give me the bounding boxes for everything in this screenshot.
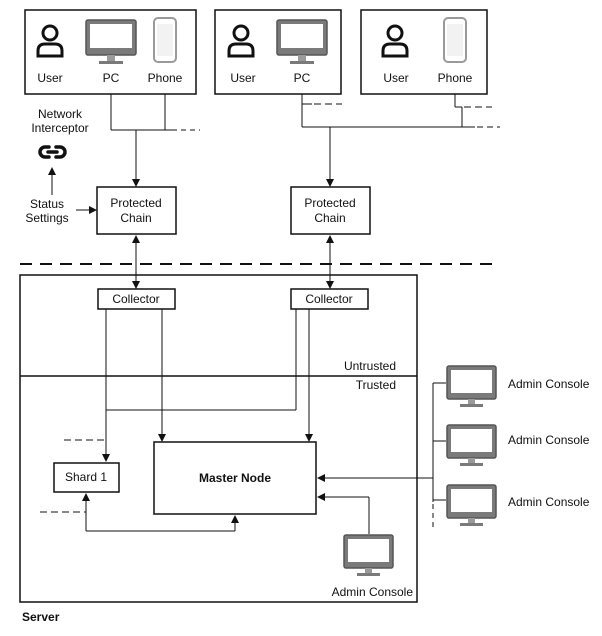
collector-box-2 xyxy=(290,288,369,310)
untrusted-zone-label: Untrusted xyxy=(344,359,396,373)
monitor-icon xyxy=(446,484,497,526)
phone-label: Phone xyxy=(438,71,473,85)
master-node-box xyxy=(153,441,317,515)
device-group-3 xyxy=(360,9,488,95)
protected-chain-box-2 xyxy=(290,186,371,235)
network-interceptor-label-2: Interceptor xyxy=(31,121,88,135)
network-interceptor-label-1: Network xyxy=(38,107,83,121)
device-group-2 xyxy=(214,9,342,95)
status-settings-label-2: Settings xyxy=(25,211,68,225)
pc-label: PC xyxy=(103,71,120,85)
monitor-icon xyxy=(85,19,137,64)
protected-chain-label-1a: Protected xyxy=(110,196,161,210)
pc-label: PC xyxy=(294,71,311,85)
protected-chain-box-1 xyxy=(96,186,177,235)
collector-label-1: Collector xyxy=(112,292,159,306)
collector-label-2: Collector xyxy=(305,292,352,306)
group2-3-connectors xyxy=(301,94,500,187)
admin-console-label-3: Admin Console xyxy=(508,495,590,509)
monitor-icon xyxy=(343,534,394,576)
user-icon xyxy=(227,24,255,58)
user-label: User xyxy=(37,71,62,85)
internal-admin-console-label: Admin Console xyxy=(332,585,414,599)
phone-icon xyxy=(153,17,177,63)
admin-console-label-1: Admin Console xyxy=(508,377,590,391)
collector-box-1 xyxy=(97,288,176,310)
shard-master-loop xyxy=(40,493,239,532)
group1-connectors xyxy=(110,94,200,187)
monitor-icon xyxy=(446,424,497,466)
user-icon xyxy=(36,24,64,58)
user-label: User xyxy=(383,71,408,85)
phone-icon xyxy=(443,17,467,63)
collector-connectors xyxy=(64,309,313,462)
status-settings-label-1: Status xyxy=(30,197,64,211)
monitor-icon xyxy=(446,365,497,407)
monitor-icon xyxy=(276,19,328,64)
protected-chain-label-2a: Protected xyxy=(304,196,355,210)
shard-box xyxy=(53,462,120,493)
user-label: User xyxy=(230,71,255,85)
protected-chain-label-1b: Chain xyxy=(120,211,151,225)
trusted-zone-label: Trusted xyxy=(356,378,396,392)
admin-console-label-2: Admin Console xyxy=(508,433,590,447)
external-admin-bus xyxy=(317,382,446,530)
server-box xyxy=(19,274,418,603)
user-icon xyxy=(381,24,409,58)
server-label: Server xyxy=(22,610,60,624)
link-icon xyxy=(38,145,67,159)
protected-chain-label-2b: Chain xyxy=(314,211,345,225)
phone-label: Phone xyxy=(148,71,183,85)
master-node-label: Master Node xyxy=(199,471,271,485)
shard-label: Shard 1 xyxy=(65,470,107,484)
